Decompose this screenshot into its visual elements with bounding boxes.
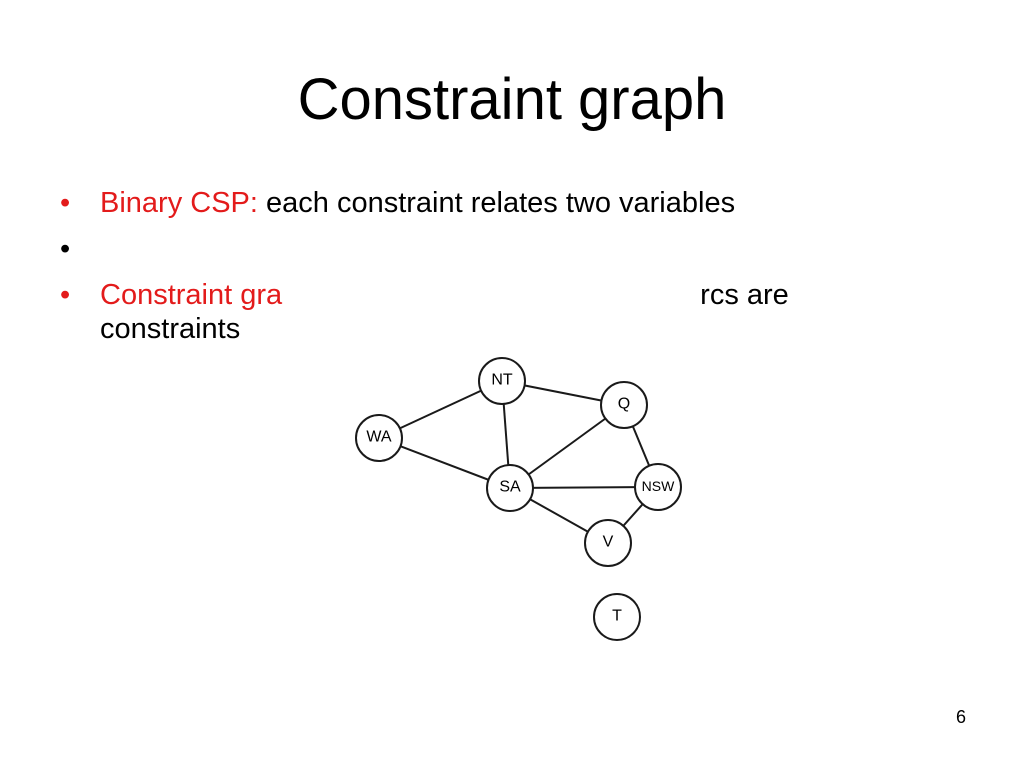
node-label: WA: [366, 429, 392, 446]
node-nt: NT: [478, 357, 526, 405]
node-v: V: [584, 519, 632, 567]
bullet-highlight: Constraint gra: [100, 279, 283, 311]
node-label: Q: [618, 396, 630, 413]
node-q: Q: [600, 381, 648, 429]
slide-title: Constraint graph: [297, 67, 727, 132]
bullet-highlight: Binary CSP:: [100, 187, 258, 219]
node-label: NSW: [642, 478, 675, 494]
page-number: 6: [955, 707, 966, 727]
node-label: T: [612, 608, 622, 625]
bullet-marker: •: [60, 279, 71, 311]
bullet-marker: •: [60, 187, 71, 219]
node-label: V: [603, 534, 614, 551]
bullet-continuation-text: constraints: [100, 313, 241, 345]
bullet-item-constraint-graph: • Constraint gra rcs are constraints: [60, 278, 940, 346]
node-sa: SA: [486, 464, 534, 512]
edge-sa-nsw: [509, 486, 659, 489]
node-label: SA: [499, 479, 521, 496]
bullet-list: • Binary CSP: each constraint relates tw…: [60, 186, 940, 358]
node-label: NT: [491, 372, 513, 389]
bullet-item-empty: •: [60, 232, 940, 266]
bullet-item-binary-csp: • Binary CSP: each constraint relates tw…: [60, 186, 940, 220]
bullet-marker: •: [60, 233, 71, 265]
bullet-tail-text: rcs are: [700, 279, 789, 311]
bullet-text: each constraint relates two variables: [257, 187, 736, 219]
node-wa: WA: [355, 414, 403, 462]
node-t: T: [593, 593, 641, 641]
node-nsw: NSW: [634, 463, 682, 511]
